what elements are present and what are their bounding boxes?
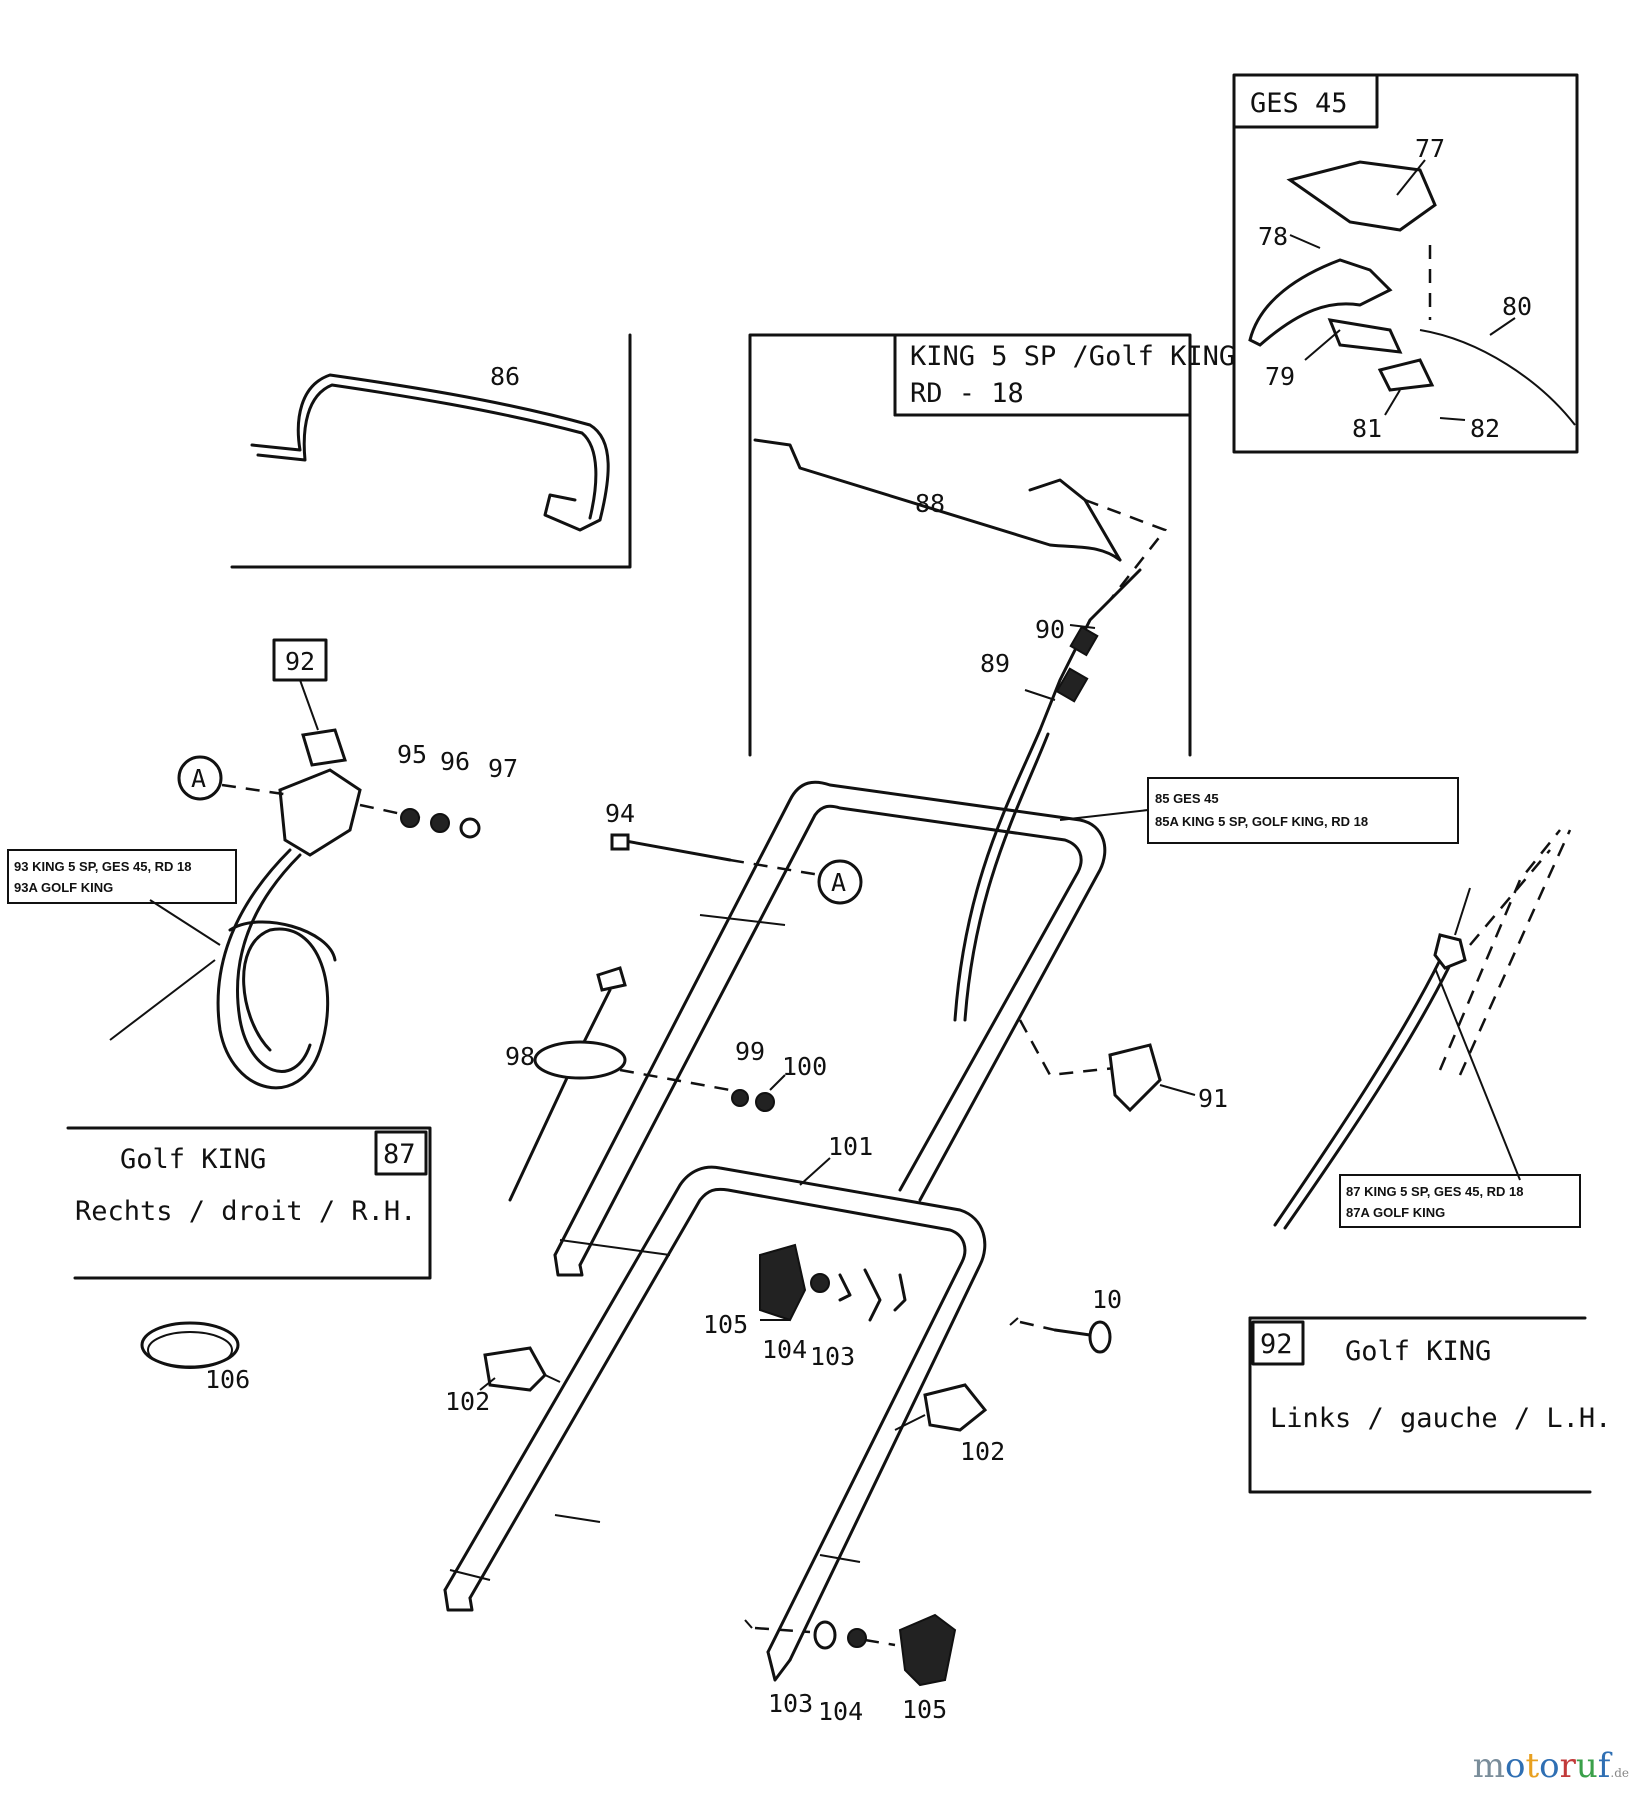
control-cable-93: 92 A 95 96 97 93 KING 5 SP, GES 45, RD 1… bbox=[7, 638, 518, 1090]
inset-king5sp-title-1: KING 5 SP /Golf KING bbox=[910, 341, 1235, 372]
label-100: 100 bbox=[782, 1052, 827, 1081]
watermark-letter: o bbox=[1504, 1746, 1526, 1786]
label-97: 97 bbox=[488, 754, 518, 783]
handle-clamp-102-left: 102 bbox=[445, 1346, 561, 1416]
inset-golfking-left: 92 Golf KING Links / gauche / L.H. bbox=[1248, 1316, 1611, 1494]
inset-golfking-right-line2: Rechts / droit / R.H. bbox=[75, 1196, 416, 1227]
label-78: 78 bbox=[1258, 222, 1288, 251]
knob-105-lower bbox=[898, 1613, 957, 1687]
knob-part bbox=[596, 966, 627, 992]
clip-91-part bbox=[1108, 1043, 1162, 1113]
label-103-lower: 103 bbox=[768, 1689, 813, 1718]
label-94: 94 bbox=[605, 799, 635, 828]
inset-ges45-title: GES 45 bbox=[1250, 88, 1348, 119]
watermark-letter: o bbox=[1539, 1746, 1560, 1786]
label-96: 96 bbox=[440, 747, 470, 776]
watermark-letter: t bbox=[1525, 1746, 1540, 1786]
callout-93-line2: 93A GOLF KING bbox=[14, 880, 113, 895]
label-88: 88 bbox=[915, 489, 945, 518]
inset-king5sp: KING 5 SP /Golf KING RD - 18 88 90 89 bbox=[748, 333, 1235, 757]
spring-part bbox=[1327, 318, 1403, 354]
watermark-letter: u bbox=[1575, 1746, 1598, 1786]
inset-part-86: 86 bbox=[230, 333, 632, 569]
label-91: 91 bbox=[1198, 1084, 1228, 1113]
knob-group-lower: 103 104 105 bbox=[744, 1613, 957, 1726]
label-77: 77 bbox=[1415, 134, 1445, 163]
bolt-94: 94 A bbox=[605, 799, 863, 905]
label-103-upper: 103 bbox=[810, 1342, 855, 1371]
label-98: 98 bbox=[505, 1042, 535, 1071]
label-86: 86 bbox=[490, 362, 520, 391]
label-90: 90 bbox=[1035, 615, 1065, 644]
knob-105-upper bbox=[759, 1243, 807, 1322]
inset-king5sp-title-2: RD - 18 bbox=[910, 378, 1024, 409]
inset-golfking-left-line2: Links / gauche / L.H. bbox=[1270, 1403, 1611, 1434]
watermark-letter: f bbox=[1597, 1746, 1611, 1786]
inset-ges45: GES 45 77 78 79 80 81 82 bbox=[1232, 73, 1579, 454]
watermark-logo: motoruf.de bbox=[1473, 1746, 1629, 1786]
lever-part bbox=[1248, 258, 1393, 347]
ref-a-left: A bbox=[191, 764, 206, 793]
control-housing-part bbox=[278, 768, 362, 857]
label-101: 101 bbox=[828, 1132, 873, 1161]
label-102-left: 102 bbox=[445, 1387, 490, 1416]
callout-85-line1: 85 GES 45 bbox=[1155, 791, 1219, 806]
label-104-lower: 104 bbox=[818, 1697, 863, 1726]
ref-circle-a-left bbox=[177, 755, 223, 801]
watermark-letter: m bbox=[1472, 1746, 1505, 1786]
callout-93-line1: 93 KING 5 SP, GES 45, RD 18 bbox=[14, 859, 192, 874]
label-80: 80 bbox=[1502, 292, 1532, 321]
watermark-letter: r bbox=[1559, 1746, 1576, 1786]
label-106: 106 bbox=[205, 1365, 250, 1394]
label-79: 79 bbox=[1265, 362, 1295, 391]
inset-golfking-right-number: 87 bbox=[383, 1139, 416, 1170]
bolt-10: 10 bbox=[1009, 1285, 1122, 1354]
callout-85-line2: 85A KING 5 SP, GOLF KING, RD 18 bbox=[1155, 814, 1368, 829]
lower-handle-part bbox=[443, 1165, 987, 1682]
upper-handle-part bbox=[553, 780, 1107, 1277]
cable-clip-91: 91 bbox=[1018, 1019, 1228, 1113]
cable-89 bbox=[953, 728, 1042, 1022]
ref-circle-a-right bbox=[817, 859, 863, 905]
watermark-domain: .de bbox=[1610, 1766, 1629, 1780]
inset-golfking-right-line1: Golf KING bbox=[120, 1144, 266, 1175]
label-99: 99 bbox=[735, 1037, 765, 1066]
cable-87: 87 KING 5 SP, GES 45, RD 18 87A GOLF KIN… bbox=[1273, 829, 1581, 1230]
label-104-upper: 104 bbox=[762, 1335, 807, 1364]
inset-golfking-left-number: 92 bbox=[1260, 1329, 1293, 1360]
ref-a-right: A bbox=[831, 868, 846, 897]
inset-golfking-right: 87 Golf KING Rechts / droit / R.H. bbox=[66, 1126, 432, 1280]
knob-group-upper: 105 104 103 bbox=[703, 1243, 907, 1371]
label-82: 82 bbox=[1470, 414, 1500, 443]
callout-87-line1: 87 KING 5 SP, GES 45, RD 18 bbox=[1346, 1184, 1524, 1199]
label-105-upper: 105 bbox=[703, 1310, 748, 1339]
rod-88-part bbox=[753, 438, 1122, 562]
rope-guide-98: 98 99 100 bbox=[505, 966, 827, 1202]
handle-clamp-102-right: 102 bbox=[894, 1383, 1005, 1466]
callout-85: 85 GES 45 85A KING 5 SP, GOLF KING, RD 1… bbox=[1059, 777, 1459, 844]
trigger-part bbox=[301, 728, 347, 767]
label-95: 95 bbox=[397, 740, 427, 769]
label-102-right: 102 bbox=[960, 1437, 1005, 1466]
inset-golfking-left-line1: Golf KING bbox=[1345, 1336, 1491, 1367]
guide-ring-part bbox=[533, 1040, 627, 1080]
label-10: 10 bbox=[1092, 1285, 1122, 1314]
label-105-lower: 105 bbox=[902, 1695, 947, 1724]
callout-87-line2: 87A GOLF KING bbox=[1346, 1205, 1445, 1220]
label-81: 81 bbox=[1352, 414, 1382, 443]
clamp-106: 106 bbox=[140, 1321, 250, 1394]
cover-plate-part bbox=[1286, 160, 1437, 232]
label-92: 92 bbox=[285, 647, 315, 676]
label-89: 89 bbox=[980, 649, 1010, 678]
clip-part bbox=[1377, 358, 1435, 392]
